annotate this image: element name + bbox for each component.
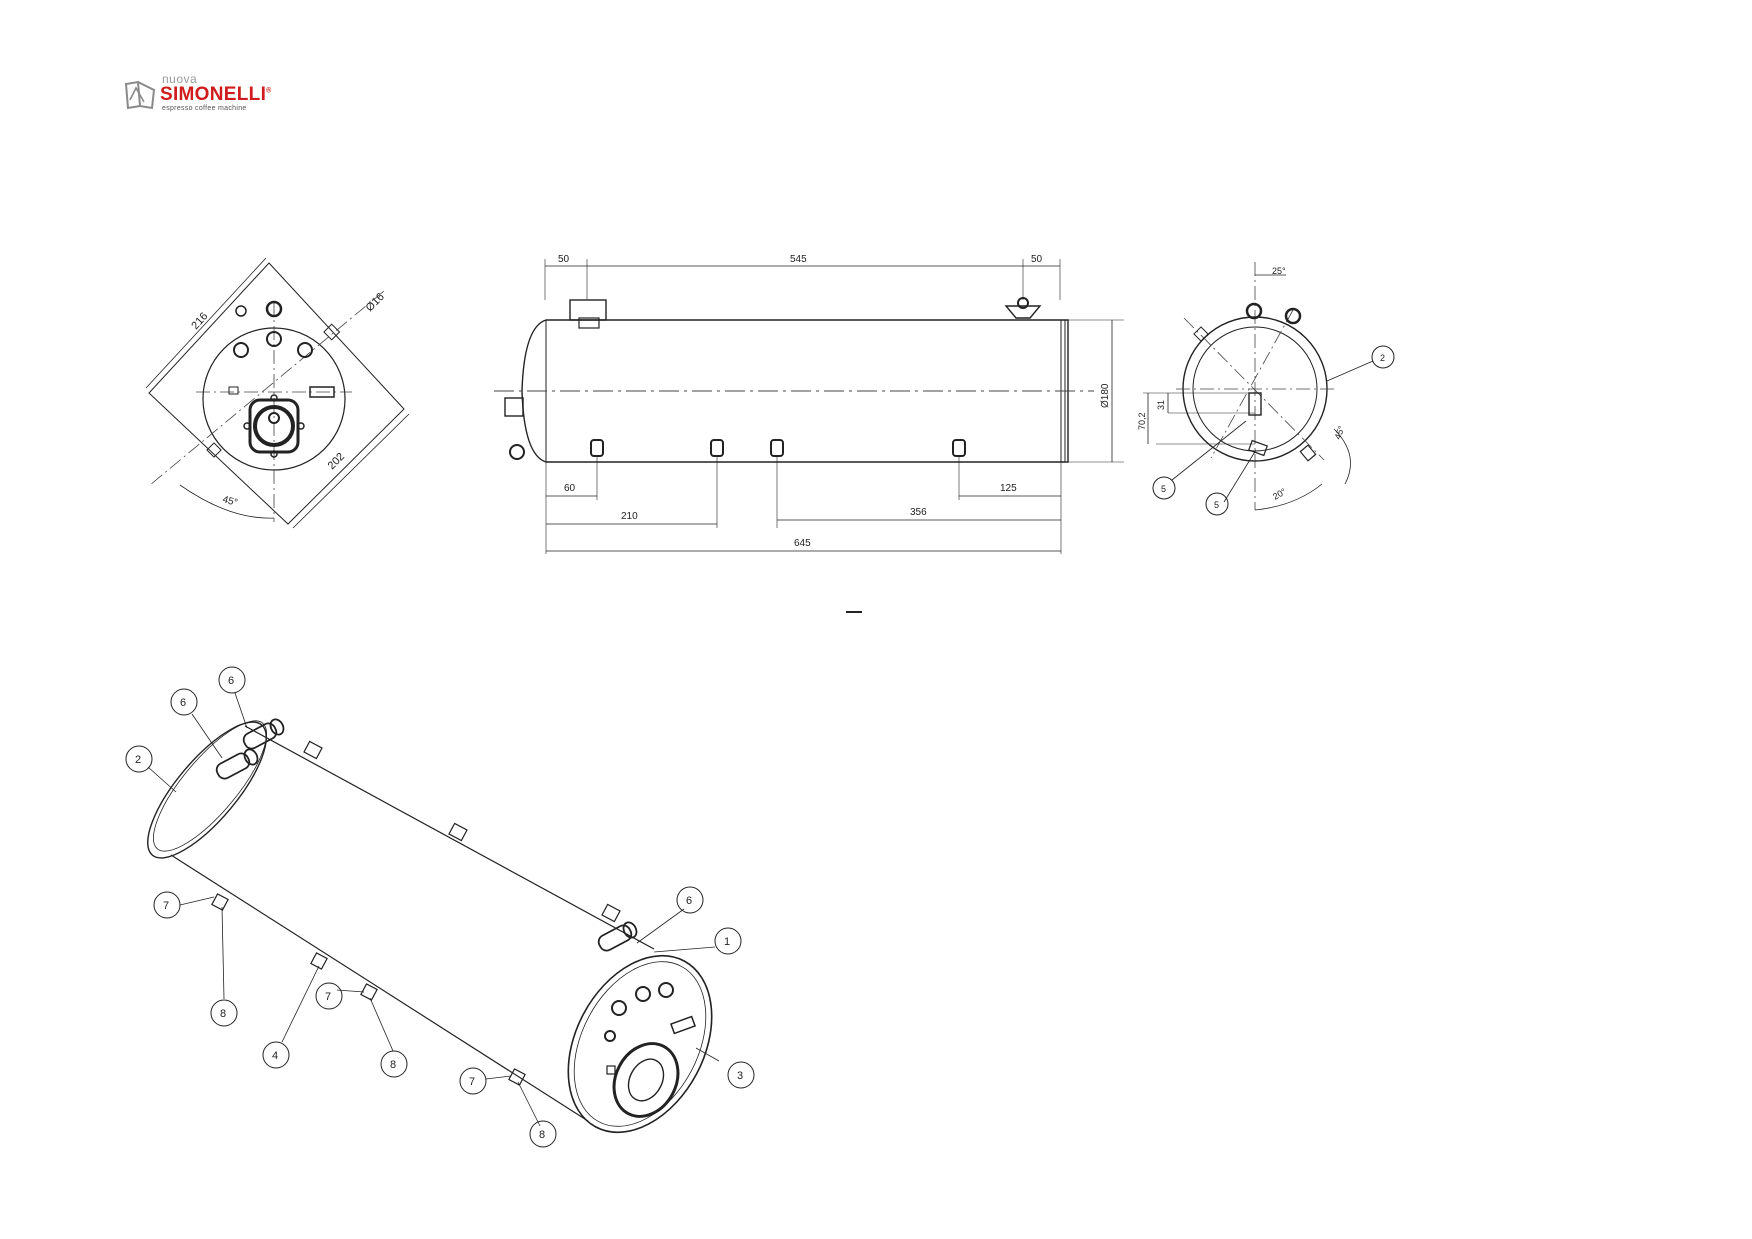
dim-angle-25: 25° — [1272, 266, 1286, 276]
dim-top-545: 545 — [790, 254, 807, 265]
iso-callout-8-c: 8 — [539, 1129, 545, 1141]
end-view-right: 25° 31 70,2 45° 20° 2 5 5 — [1137, 262, 1395, 516]
iso-front-end — [567, 954, 713, 1134]
iso-callout-3: 3 — [737, 1070, 743, 1082]
dim-top-50-left: 50 — [558, 254, 570, 265]
logo-tagline: espresso coffee machine — [162, 105, 247, 112]
iso-back-end — [147, 721, 267, 859]
logo-small-word: nuova — [162, 72, 198, 86]
boiler-body — [521, 319, 1069, 463]
isometric-view: 6 6 2 6 1 7 8 4 7 8 3 7 8 — [125, 666, 755, 1148]
iso-callout-6-b: 6 — [180, 697, 186, 709]
dim-angle-45: 45° — [221, 494, 238, 509]
side-view: 50 545 50 Ø180 60 125 210 356 645 — [494, 254, 1124, 554]
iso-callout-7-c: 7 — [469, 1076, 475, 1088]
end-view-left: 216 202 Ø16 45° — [145, 257, 410, 529]
iso-callout-1: 1 — [724, 936, 730, 948]
logo-brand: SIMONELLI® — [160, 84, 272, 106]
dim-bottom-356: 356 — [910, 507, 927, 518]
logo-mark-icon — [124, 80, 156, 110]
iso-callout-7-b: 7 — [325, 991, 331, 1003]
callout-5-a: 5 — [1161, 484, 1166, 494]
iso-callout-6-a: 6 — [228, 675, 234, 687]
dim-70-2: 70,2 — [1137, 412, 1147, 430]
iso-callout-8-a: 8 — [220, 1008, 226, 1020]
iso-callout-6-c: 6 — [686, 895, 692, 907]
end-plate-outline — [148, 262, 405, 525]
dim-diameter-180: Ø180 — [1100, 383, 1111, 408]
logo-brand-text: SIMONELLI — [160, 84, 267, 105]
dim-overall-645: 645 — [794, 538, 811, 549]
dim-31: 31 — [1156, 400, 1166, 410]
logo-registered: ® — [266, 87, 272, 95]
dim-angle-20: 20° — [1271, 486, 1288, 502]
dim-216: 216 — [189, 310, 210, 332]
iso-callout-2: 2 — [135, 754, 141, 766]
iso-callout-8-b: 8 — [390, 1059, 396, 1071]
dim-bottom-210: 210 — [621, 511, 638, 522]
dim-top-50-right: 50 — [1031, 254, 1043, 265]
dim-pipe-diameter: Ø16 — [364, 291, 387, 314]
callout-2-right: 2 — [1380, 353, 1385, 363]
iso-callout-4: 4 — [272, 1050, 278, 1062]
dim-bottom-60: 60 — [564, 483, 576, 494]
dim-angle-45-right: 45° — [1332, 424, 1346, 441]
nuova-simonelli-logo: nuova SIMONELLI® espresso coffee machine — [120, 72, 320, 116]
iso-callout-7-a: 7 — [163, 900, 169, 912]
callout-5-b: 5 — [1214, 500, 1219, 510]
dim-bottom-125: 125 — [1000, 483, 1017, 494]
